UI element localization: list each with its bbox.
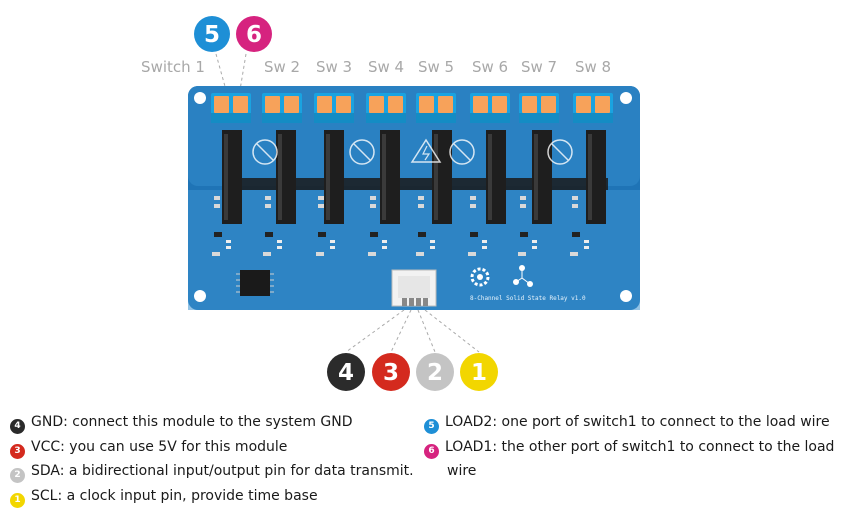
load1-badge: 6 [236, 16, 272, 52]
no-touch-icon [449, 139, 475, 165]
legend-text: GND: connect this module to the system G… [31, 414, 353, 430]
channel-smd-components-4 [368, 196, 387, 256]
switch-label-4: Sw 4 [368, 58, 404, 76]
grove-connector [391, 269, 437, 307]
pin-badge-4: 4 [327, 353, 365, 391]
solid-state-relay-7 [532, 130, 552, 224]
channel-smd-components-2 [263, 196, 282, 256]
legend-badge-icon: 2 [10, 468, 25, 483]
open-hardware-icon [513, 265, 533, 287]
legend-item-5: 5 LOAD2: one port of switch1 to connect t… [424, 413, 830, 434]
switch-label-6: Sw 6 [472, 58, 508, 76]
legend-item-2: 2 SDA: a bidirectional input/output pin f… [10, 462, 414, 483]
no-touch-icon [547, 139, 573, 165]
legend-text: SCL: a clock input pin, provide time bas… [31, 488, 318, 504]
terminal-block-6 [470, 93, 510, 123]
channel-smd-components-3 [316, 196, 335, 256]
channel-smd-components-5 [416, 196, 435, 256]
svg-text:3: 3 [383, 360, 399, 386]
legend-item-6: 6 LOAD1: the other port of switch1 to con… [424, 438, 834, 459]
switch-label-1: Switch 1 [141, 58, 205, 76]
seeed-gear-icon [470, 267, 490, 287]
legend-badge-icon: 6 [424, 444, 439, 459]
legend-text: LOAD1: the other port of switch1 to conn… [445, 439, 835, 455]
legend-text: VCC: you can use 5V for this module [31, 439, 288, 455]
switch-label-2: Sw 2 [264, 58, 300, 76]
terminal-block-2 [262, 93, 302, 123]
svg-text:2: 2 [427, 360, 443, 386]
pin-badge-3: 3 [372, 353, 410, 391]
svg-text:5: 5 [204, 22, 220, 48]
load2-badge: 5 [194, 16, 230, 52]
connector-pointer-lines [345, 309, 480, 353]
legend-text-continuation: wire [447, 463, 477, 479]
legend-badge-icon: 3 [10, 444, 25, 459]
svg-text:1: 1 [471, 360, 487, 386]
terminal-block-3 [314, 93, 354, 123]
switch-label-3: Sw 3 [316, 58, 352, 76]
svg-text:4: 4 [338, 360, 354, 386]
legend-item-4: 4 GND: connect this module to the system … [10, 413, 353, 434]
legend-badge-icon: 5 [424, 419, 439, 434]
high-voltage-warning-icon [410, 138, 442, 163]
no-touch-icon [349, 139, 375, 165]
channel-smd-components-8 [570, 196, 589, 256]
solid-state-relay-4 [380, 130, 400, 224]
terminal-block-8 [573, 93, 613, 123]
channel-smd-components-6 [468, 196, 487, 256]
pin-badge-1: 1 [460, 353, 498, 391]
pin-badge-2: 2 [416, 353, 454, 391]
switch-label-7: Sw 7 [521, 58, 557, 76]
terminal-block-1 [211, 93, 251, 123]
solid-state-relay-8 [586, 130, 606, 224]
terminal-block-4 [366, 93, 406, 123]
relay-board-diagram: Switch 1 Sw 2 Sw 3 Sw 4 Sw 5 Sw 6 Sw 7 Sw 8 5 6 [141, 16, 640, 391]
channel-smd-components-1 [212, 196, 231, 256]
no-touch-icon [252, 139, 278, 165]
legend-text: SDA: a bidirectional input/output pin fo… [31, 463, 414, 479]
terminal-block-5 [416, 93, 456, 123]
switch-label-5: Sw 5 [418, 58, 454, 76]
channel-smd-components-7 [518, 196, 537, 256]
switch-label-8: Sw 8 [575, 58, 611, 76]
controller-chip [236, 270, 274, 296]
solid-state-relay-2 [276, 130, 296, 224]
load1-pointer-line [239, 53, 247, 91]
solid-state-relay-1 [222, 130, 242, 224]
load2-pointer-line [215, 53, 227, 91]
solid-state-relay-3 [324, 130, 344, 224]
legend-text: LOAD2: one port of switch1 to connect to… [445, 414, 830, 430]
board-title: 8-Channel Solid State Relay v1.0 [470, 295, 586, 302]
legend-item-1: 1 SCL: a clock input pin, provide time ba… [10, 487, 318, 508]
terminal-block-7 [519, 93, 559, 123]
legend-badge-icon: 4 [10, 419, 25, 434]
solid-state-relay-6 [486, 130, 506, 224]
solid-state-relay-5 [432, 130, 452, 224]
legend-item-3: 3 VCC: you can use 5V for this module [10, 438, 287, 459]
svg-text:6: 6 [246, 22, 262, 48]
legend-badge-icon: 1 [10, 493, 25, 508]
